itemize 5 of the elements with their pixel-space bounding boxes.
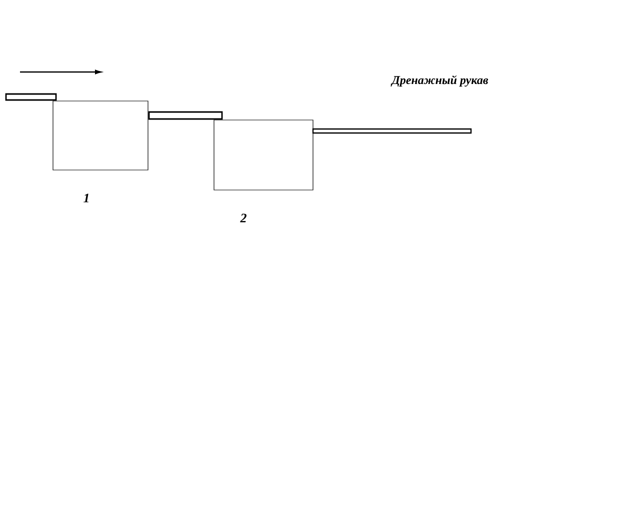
tank-number: 2 <box>240 214 246 222</box>
tank-box <box>52 100 148 170</box>
tank-box <box>214 120 314 190</box>
tank-number: 1 <box>84 194 88 202</box>
pipe-label: Дренажный рукав <box>390 75 488 87</box>
